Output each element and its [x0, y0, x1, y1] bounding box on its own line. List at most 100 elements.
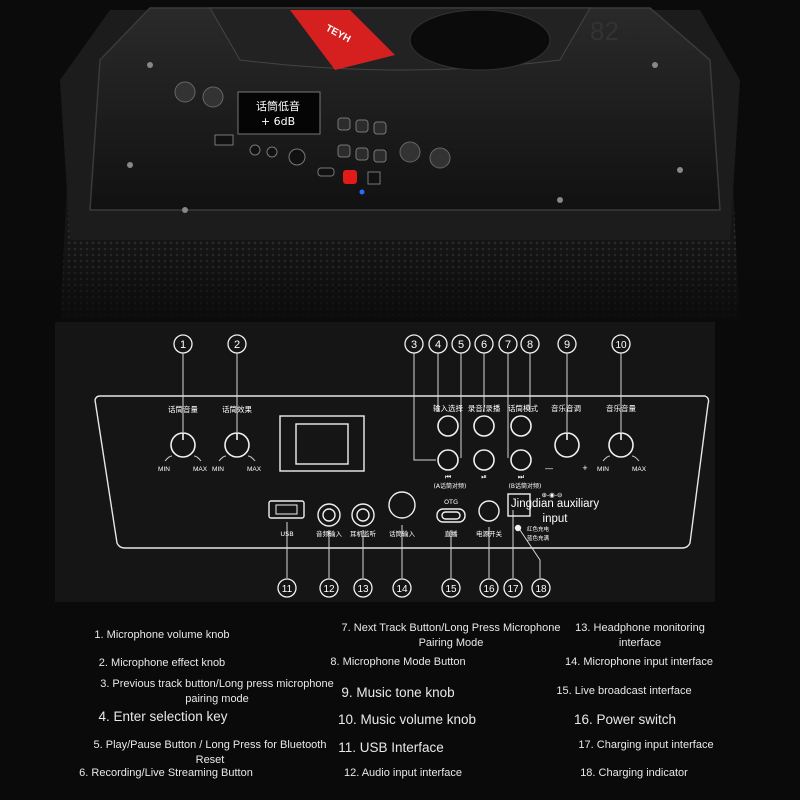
callout-badge-12: 12: [319, 578, 339, 598]
photo-screws: [127, 62, 683, 213]
otg-port[interactable]: [436, 508, 466, 523]
legend-item-5: 5. Play/Pause Button / Long Press for Bl…: [93, 739, 327, 766]
callout-number: 17: [507, 584, 519, 595]
callout-badge-11: 11: [277, 578, 297, 598]
record-button[interactable]: [473, 415, 495, 437]
callout-badge-3: 3: [404, 334, 424, 354]
callout-number: 18: [535, 584, 547, 595]
minus-label: —: [545, 464, 553, 473]
legend-item-4: 4. Enter selection key: [98, 709, 228, 724]
callout-badge-4: 4: [428, 334, 448, 354]
mic-input-jack[interactable]: [388, 491, 416, 519]
mic-volume-label: 话筒音量: [168, 404, 198, 414]
prev-icon: ⏮: [445, 474, 451, 481]
legend-item-11: 11. USB Interface: [338, 740, 444, 755]
callout-number: 5: [458, 339, 464, 351]
next-sub-label: (B话筒对频): [509, 482, 542, 490]
charge-led-label-2: 蓝色充满: [527, 534, 550, 542]
next-track-button[interactable]: [510, 449, 532, 471]
audio-input-jack[interactable]: [317, 503, 341, 527]
live-label: 直播: [445, 529, 459, 538]
callout-number: 12: [323, 584, 335, 595]
speaker-photo: TEYH 82 话筒低音 + 6dB: [0, 0, 800, 330]
callout-badge-16: 16: [479, 578, 499, 598]
callout-badge-14: 14: [392, 578, 412, 598]
callout-badge-15: 15: [441, 578, 461, 598]
legend-item-1: 1. Microphone volume knob: [94, 629, 230, 641]
legend-item-13: 13. Headphone monitoring interface: [575, 622, 705, 649]
max-label-1: MAX: [193, 466, 208, 473]
legend-item-7: 7. Next Track Button/Long Press Micropho…: [341, 622, 561, 649]
callout-badge-17: 17: [503, 578, 523, 598]
play-pause-button[interactable]: [473, 449, 495, 471]
usb-port[interactable]: [268, 500, 305, 519]
callout-badge-8: 8: [520, 334, 540, 354]
legend-item-6: 6. Recording/Live Streaming Button: [79, 767, 253, 779]
photo-buttons: [337, 117, 387, 163]
legend-item-18: 18. Charging indicator: [580, 767, 688, 779]
callout-number: 4: [435, 339, 441, 351]
min-label-2: MIN: [212, 466, 224, 473]
callout-lines: [182, 353, 622, 578]
charging-indicator: [514, 524, 522, 532]
legend-item-8: 8. Microphone Mode Button: [330, 656, 466, 668]
min-label-3: MIN: [597, 466, 609, 473]
enter-select-button[interactable]: [437, 415, 459, 437]
power-switch[interactable]: [478, 500, 500, 522]
callout-number: 13: [357, 584, 369, 595]
legend-item-12: 12. Audio input interface: [343, 767, 463, 779]
callout-number: 9: [564, 339, 570, 351]
photo-display-line1: 话筒低音: [256, 99, 300, 113]
panel-outline: [94, 395, 710, 549]
aux-input-overlay: Jingdian auxiliary input: [510, 498, 600, 525]
callout-badge-5: 5: [451, 334, 471, 354]
red-handle: [290, 10, 395, 70]
charge-led-label-1: 红色充电: [527, 525, 550, 533]
callout-number: 2: [234, 339, 240, 351]
headphone-label: 耳机监听: [350, 529, 377, 538]
legend-item-10: 10. Music volume knob: [337, 712, 477, 727]
legend-item-14: 14. Microphone input interface: [565, 656, 713, 668]
callout-badge-18: 18: [531, 578, 551, 598]
photo-knobs: [174, 81, 451, 169]
legend: 1. Microphone volume knob 2. Microphone …: [0, 612, 800, 800]
otg-label: OTG: [444, 498, 458, 506]
knob-scales: [164, 455, 640, 462]
legend-item-16: 16. Power switch: [573, 712, 677, 727]
callout-number: 15: [445, 584, 457, 595]
power-label: 电源开关: [476, 529, 503, 538]
callout-badge-9: 9: [557, 334, 577, 354]
callout-number: 3: [411, 339, 417, 351]
play-pause-icon: ⏯: [481, 474, 487, 481]
max-label-2: MAX: [247, 466, 262, 473]
callout-badge-13: 13: [353, 578, 373, 598]
control-panel-diagram: 话筒音量 话筒效果 输入选择 录音/录播 话筒模式 音乐音调 音乐音量 MIN …: [0, 320, 800, 610]
callout-number: 11: [282, 584, 293, 595]
callout-badge-6: 6: [474, 334, 494, 354]
legend-item-2: 2. Microphone effect knob: [98, 657, 226, 669]
photo-ports: [214, 134, 381, 195]
prev-sub-label: (A话筒对频): [434, 482, 467, 490]
charging-input[interactable]: [507, 493, 531, 517]
min-label-1: MIN: [158, 466, 170, 473]
display-outer: [279, 415, 365, 472]
legend-item-15: 15. Live broadcast interface: [556, 685, 692, 697]
callout-number: 10: [615, 340, 627, 351]
music-tone-label: 音乐音调: [551, 403, 581, 413]
watermark: 82: [590, 16, 619, 46]
music-volume-label: 音乐音量: [606, 403, 636, 413]
callout-number: 14: [396, 584, 408, 595]
legend-item-9: 9. Music tone knob: [341, 685, 455, 700]
legend-item-17: 17. Charging input interface: [578, 739, 714, 751]
headphone-jack[interactable]: [351, 503, 375, 527]
mic-mode-button[interactable]: [510, 415, 532, 437]
callout-number: 8: [527, 339, 533, 351]
callout-badge-1: 1: [173, 334, 193, 354]
dc-polarity-icon: ⊕-◉-⊖: [542, 492, 563, 499]
callout-badge-2: 2: [227, 334, 247, 354]
callout-number: 7: [505, 339, 511, 351]
plus-label: +: [582, 463, 587, 473]
prev-track-button[interactable]: [437, 449, 459, 471]
callout-badge-7: 7: [498, 334, 518, 354]
next-icon: ⏭: [518, 474, 525, 481]
